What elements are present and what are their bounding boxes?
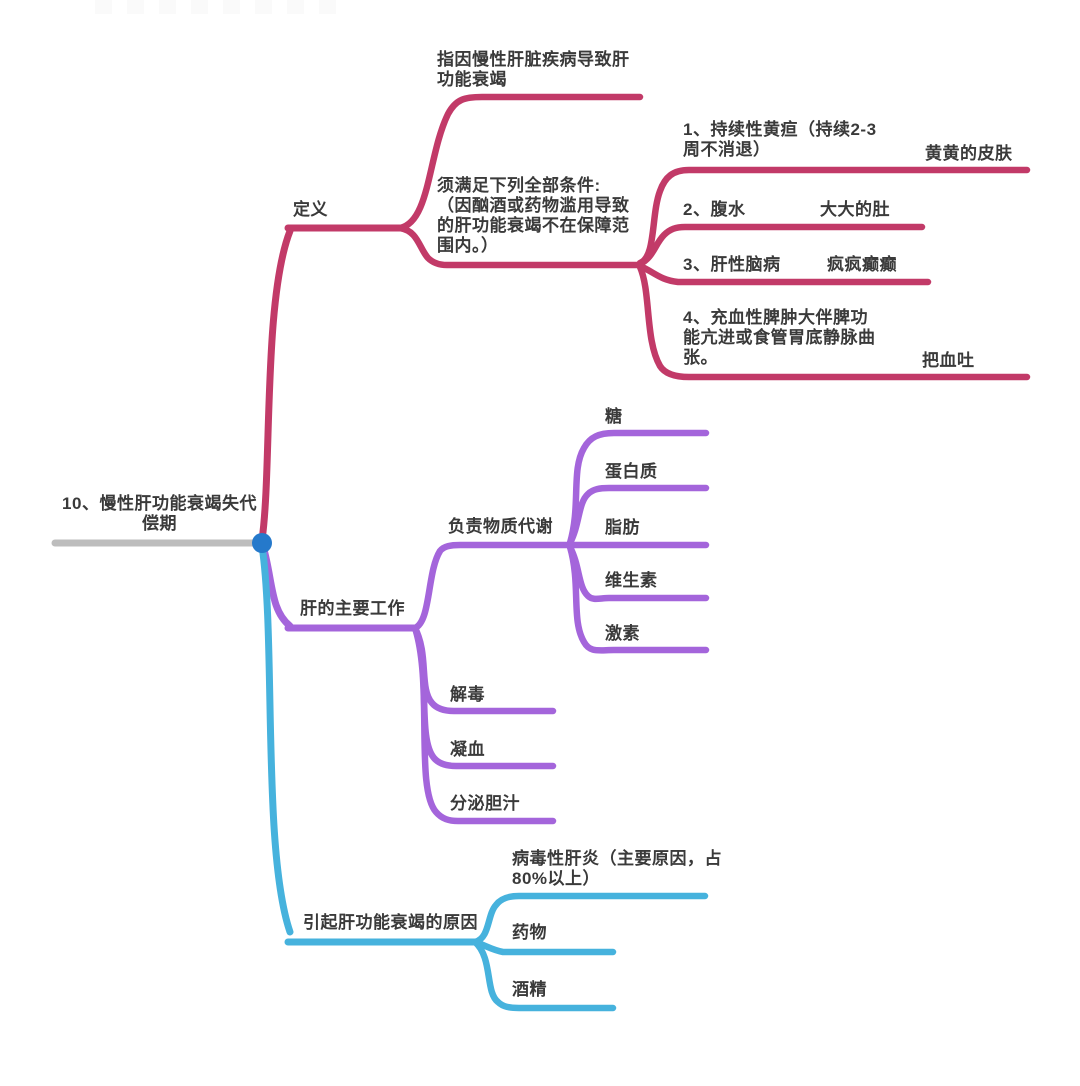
node-bile[interactable]: 分泌胆汁 [450, 794, 520, 813]
edge-causes-alcohol [471, 938, 617, 1012]
node-cause-drugs[interactable]: 药物 [512, 923, 547, 942]
node-metabolism[interactable]: 负责物质代谢 [448, 517, 553, 536]
root-node-handle[interactable] [252, 533, 272, 553]
note-condition-2[interactable]: 大大的肚 [820, 200, 890, 219]
node-condition-2[interactable]: 2、腹水 [683, 200, 746, 219]
note-condition-4[interactable]: 把血吐 [922, 351, 975, 370]
node-metabolism-fat[interactable]: 脂肪 [605, 518, 640, 537]
edge-conditions-item2 [636, 223, 926, 268]
edge-conditions-item4 [636, 263, 1031, 381]
node-conditions-header[interactable]: 须满足下列全部条件: （因酗酒或药物滥用导致 的肝功能衰竭不在保障范 围内。） [437, 176, 630, 255]
note-condition-1[interactable]: 黄黄的皮肤 [925, 144, 1013, 163]
edge-metabolism-hormone [566, 543, 710, 654]
edge-causes-hepatitis [471, 892, 709, 946]
edge-conditions-item3 [636, 262, 932, 286]
node-root[interactable]: 10、慢性肝功能衰竭失代 偿期 [62, 494, 257, 533]
top-edge-artifact [95, 0, 336, 14]
node-clotting[interactable]: 凝血 [450, 740, 485, 759]
node-metabolism-hormone[interactable]: 激素 [605, 624, 640, 643]
edge-root-definition [258, 227, 294, 544]
edge-metabolism-protein [566, 484, 710, 547]
node-condition-4[interactable]: 4、充血性脾肿大伴脾功 能亢进或食管胃底静脉曲 张。 [683, 308, 876, 367]
node-cause-alcohol[interactable]: 酒精 [512, 980, 547, 999]
edge-metabolism-sugar [566, 429, 710, 547]
edge-definition-conditions [396, 224, 641, 269]
node-condition-1[interactable]: 1、持续性黄疸（持续2-3 周不消退） [683, 120, 877, 159]
node-metabolism-protein[interactable]: 蛋白质 [605, 462, 658, 481]
node-detox[interactable]: 解毒 [450, 685, 485, 704]
edge-conditions-item1 [636, 166, 1031, 267]
node-metabolism-vitamin[interactable]: 维生素 [605, 571, 658, 590]
edge-causes-drugs [471, 938, 617, 956]
node-definition-cause[interactable]: 指因慢性肝脏疾病导致肝 功能衰竭 [437, 50, 630, 89]
note-condition-3[interactable]: 疯疯癫癫 [827, 255, 897, 274]
node-condition-3[interactable]: 3、肝性脑病 [683, 255, 781, 274]
node-causes[interactable]: 引起肝功能衰竭的原因 [303, 913, 478, 932]
edge-definition-cause [396, 93, 644, 232]
node-cause-hepatitis[interactable]: 病毒性肝炎（主要原因，占 80%以上） [512, 849, 722, 888]
node-definition[interactable]: 定义 [293, 200, 328, 219]
node-liver-functions[interactable]: 肝的主要工作 [300, 599, 405, 618]
node-metabolism-sugar[interactable]: 糖 [605, 407, 623, 426]
edge-liver-metabolism [411, 541, 572, 632]
edge-root-causes [258, 542, 294, 936]
edge-liver-bile [411, 624, 557, 825]
